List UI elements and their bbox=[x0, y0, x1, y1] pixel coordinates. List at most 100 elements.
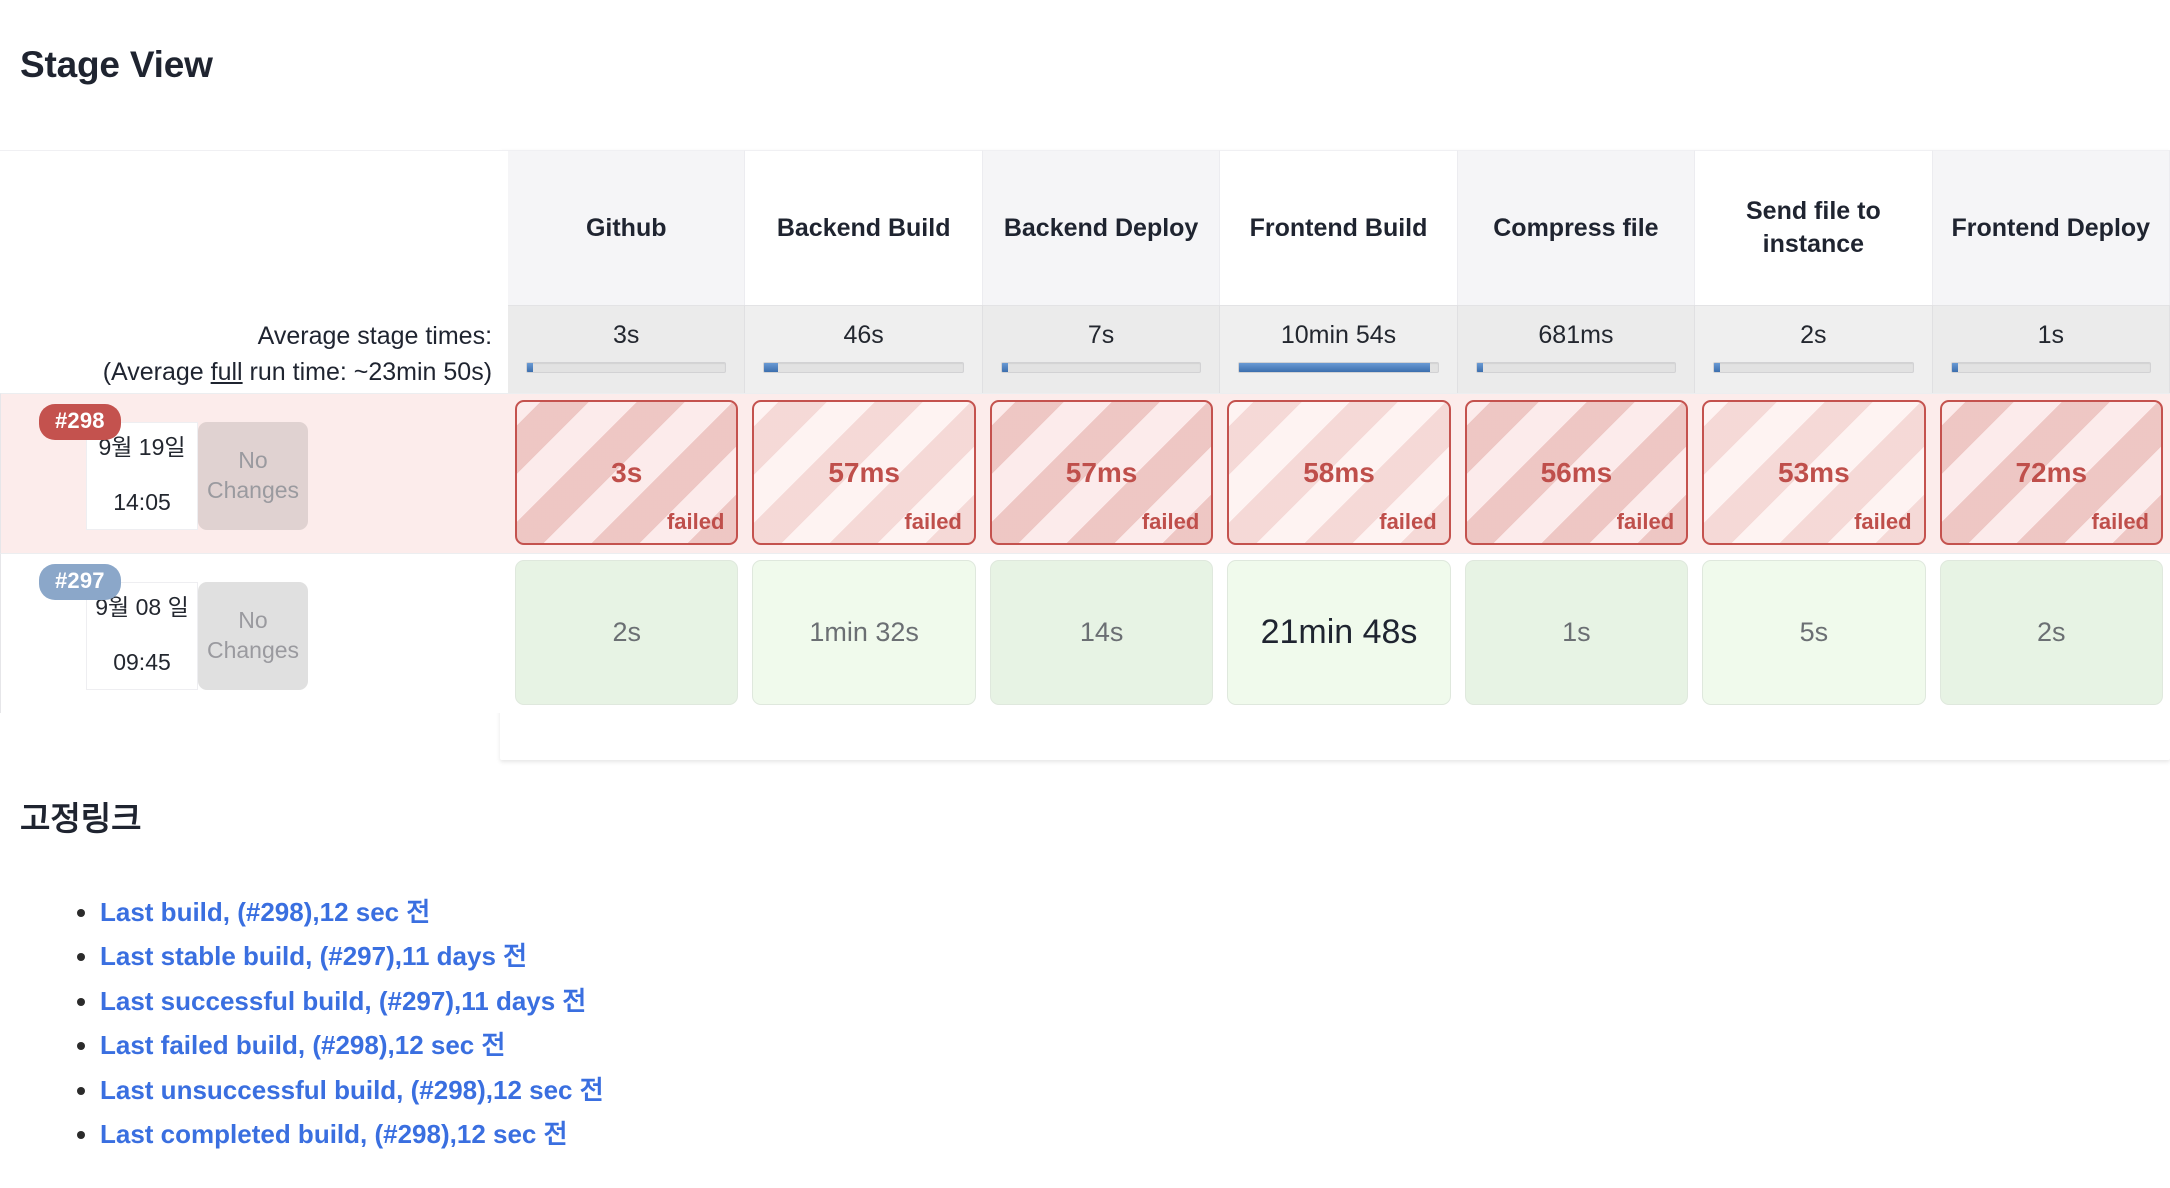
stage-status-box-success[interactable]: 21min 48s bbox=[1227, 560, 1451, 705]
stage-header-compress-file[interactable]: Compress file bbox=[1457, 150, 1696, 305]
average-time-value: 3s bbox=[613, 321, 640, 350]
stage-duration: 57ms bbox=[1065, 456, 1138, 488]
stage-status-box-success[interactable]: 1s bbox=[1464, 560, 1689, 705]
avg-run-suffix: run time: ~23min 50s) bbox=[242, 357, 493, 386]
build-number-badge[interactable]: #298 bbox=[39, 404, 121, 440]
average-stage-times-text: Average stage times: bbox=[257, 322, 493, 350]
average-time-cell-3: 10min 54s bbox=[1220, 305, 1458, 393]
no-changes-box[interactable]: No Changes bbox=[198, 582, 308, 690]
stage-duration: 5s bbox=[1799, 617, 1829, 647]
stage-status-label: failed bbox=[2091, 509, 2149, 534]
stage-status-box-success[interactable]: 5s bbox=[1702, 560, 1926, 705]
stage-duration: 3s bbox=[611, 456, 643, 488]
stage-header-backend-build[interactable]: Backend Build bbox=[745, 150, 983, 305]
stage-status-label: failed bbox=[904, 509, 962, 534]
average-time-bar-fill bbox=[764, 362, 779, 372]
average-full-run-time-text: (Average full run time: ~23min 50s) bbox=[0, 355, 492, 391]
average-time-bar bbox=[526, 361, 727, 373]
permalinks-list: Last build, (#298),12 sec 전 Last stable b… bbox=[60, 890, 604, 1157]
average-time-value: 681ms bbox=[1538, 321, 1614, 350]
stage-cell: 1s bbox=[1457, 553, 1696, 713]
stage-status-box-success[interactable]: 1min 32s bbox=[752, 560, 976, 705]
no-changes-box[interactable]: No Changes bbox=[198, 422, 308, 530]
average-time-bar-fill bbox=[1476, 362, 1483, 372]
permalink-list-item: Last unsuccessful build, (#298),12 sec 전 bbox=[100, 1068, 604, 1112]
stage-header-backend-deploy[interactable]: Backend Deploy bbox=[982, 150, 1221, 305]
average-time-value: 2s bbox=[1800, 321, 1827, 350]
stage-duration: 72ms bbox=[2015, 456, 2088, 488]
permalink-list-item: Last completed build, (#298),12 sec 전 bbox=[100, 1112, 604, 1156]
stage-duration: 1min 32s bbox=[809, 617, 919, 647]
stage-duration: 58ms bbox=[1303, 456, 1375, 488]
average-time-bar-fill bbox=[1951, 362, 1958, 372]
stage-header-frontend-deploy[interactable]: Frontend Deploy bbox=[1932, 150, 2170, 305]
permalink-link-3[interactable]: Last failed build, (#298),12 sec 전 bbox=[100, 1030, 506, 1061]
average-times-row: Average stage times: (Average full run ti… bbox=[0, 305, 2170, 393]
stage-header-send-file-to-instance[interactable]: Send file to instance bbox=[1695, 150, 1933, 305]
average-times-label: Average stage times: (Average full run ti… bbox=[0, 305, 509, 393]
build-number-badge[interactable]: #297 bbox=[39, 564, 121, 600]
stage-duration: 14s bbox=[1079, 617, 1124, 647]
average-time-bar-fill bbox=[1239, 362, 1430, 372]
average-time-cell-6: 1s bbox=[1932, 305, 2170, 393]
permalink-list-item: Last build, (#298),12 sec 전 bbox=[100, 890, 604, 934]
stage-status-label: failed bbox=[1379, 509, 1437, 534]
average-time-bar-fill bbox=[527, 362, 534, 372]
permalink-link-1[interactable]: Last stable build, (#297),11 days 전 bbox=[100, 941, 528, 972]
build-time: 14:05 bbox=[113, 488, 171, 515]
average-time-bar bbox=[1000, 361, 1202, 373]
average-time-cell-0: 3s bbox=[508, 305, 746, 393]
average-time-bar bbox=[1950, 361, 2151, 373]
stage-status-label: failed bbox=[1141, 509, 1200, 534]
stage-header-frontend-build[interactable]: Frontend Build bbox=[1220, 150, 1458, 305]
stage-duration: 21min 48s bbox=[1260, 613, 1418, 651]
permalink-link-4[interactable]: Last unsuccessful build, (#298),12 sec 전 bbox=[100, 1074, 604, 1105]
stage-cell: 1min 32s bbox=[745, 553, 983, 713]
avg-run-prefix: (Average bbox=[102, 357, 211, 386]
stage-cell: 21min 48s bbox=[1220, 553, 1458, 713]
average-time-value: 46s bbox=[843, 321, 884, 350]
average-time-value: 10min 54s bbox=[1280, 321, 1397, 350]
stage-status-label: failed bbox=[1616, 509, 1675, 534]
stage-status-box-success[interactable]: 2s bbox=[515, 560, 739, 705]
permalink-list-item: Last stable build, (#297),11 days 전 bbox=[100, 934, 604, 978]
stage-status-box-success[interactable]: 14s bbox=[989, 560, 1214, 705]
header-spacer bbox=[0, 150, 509, 305]
average-time-bar bbox=[1238, 361, 1439, 373]
permalinks-title: 고정링크 bbox=[20, 800, 142, 837]
average-time-bar bbox=[763, 361, 964, 373]
avg-run-underlined-word: full bbox=[210, 357, 243, 386]
average-time-cell-4: 681ms bbox=[1457, 305, 1696, 393]
stage-cell: 14s bbox=[982, 553, 1221, 713]
permalink-link-0[interactable]: Last build, (#298),12 sec 전 bbox=[100, 897, 431, 927]
stage-header-github[interactable]: Github bbox=[508, 150, 746, 305]
average-time-value: 7s bbox=[1087, 321, 1115, 350]
permalink-link-2[interactable]: Last successful build, (#297),11 days 전 bbox=[100, 985, 587, 1016]
permalink-list-item: Last failed build, (#298),12 sec 전 bbox=[100, 1023, 604, 1067]
stage-duration: 2s bbox=[2037, 617, 2066, 647]
stage-status-box-success[interactable]: 2s bbox=[1939, 560, 2163, 705]
average-time-cell-2: 7s bbox=[982, 305, 1221, 393]
average-time-bar-fill bbox=[1714, 362, 1721, 372]
permalink-link-5[interactable]: Last completed build, (#298),12 sec 전 bbox=[100, 1119, 568, 1150]
average-time-bar-fill bbox=[1001, 362, 1008, 372]
